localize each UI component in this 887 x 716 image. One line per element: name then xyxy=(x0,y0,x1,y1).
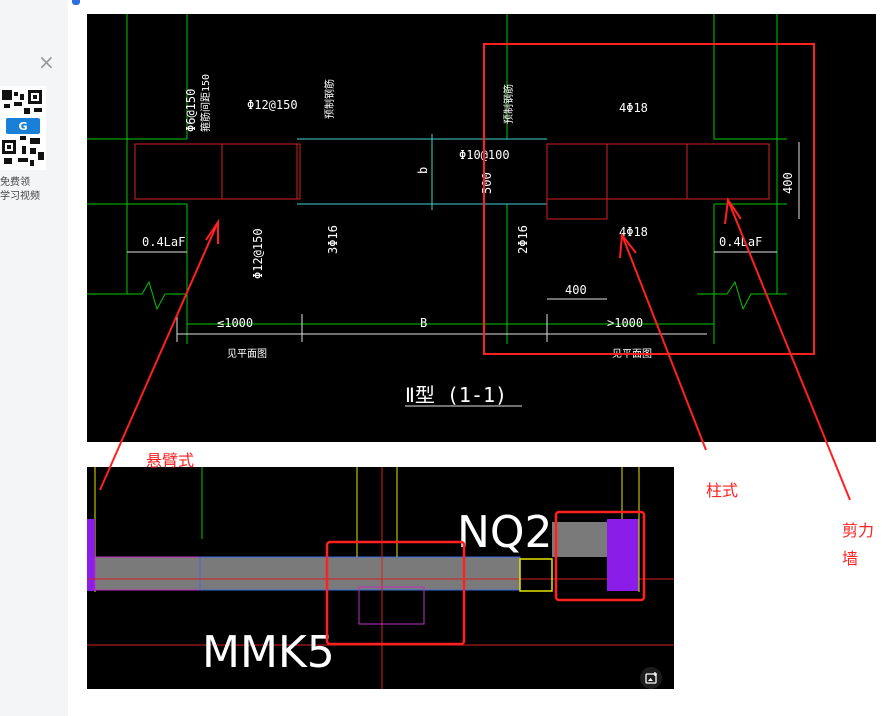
annotation-column: 柱式 xyxy=(706,481,739,500)
detail-title: Ⅱ型 (1-1) xyxy=(405,383,507,407)
annotation-shear-wall-line1: 剪力 xyxy=(842,521,875,540)
label-left-length: ≤1000 xyxy=(217,316,253,330)
annotation-shear-wall-line2: 墙 xyxy=(842,549,859,568)
label-phi12-bottom: Φ12@150 xyxy=(251,228,265,279)
cyan-beam-lines xyxy=(297,134,547,210)
label-anchor-left: 0.4LaF xyxy=(142,235,185,249)
green-linework xyxy=(87,14,787,344)
label-phi12-top: Φ12@150 xyxy=(247,98,298,112)
close-icon[interactable]: × xyxy=(38,50,55,74)
annotation-cantilever: 悬臂式 xyxy=(146,451,195,470)
white-dimension-lines xyxy=(127,142,800,407)
label-2phi16: 2Φ16 xyxy=(516,225,530,254)
label-right-length: >1000 xyxy=(607,316,643,330)
red-rebar-lines xyxy=(134,143,770,220)
label-b: b xyxy=(416,167,430,174)
cad-plan-figure: NQ2 MMK5 xyxy=(87,467,674,689)
label-anchor-right: 0.4LaF xyxy=(719,235,762,249)
image-edit-icon xyxy=(645,672,657,684)
label-rebar-note-left: 预制钢筋 xyxy=(323,79,336,119)
label-stirrup-note: 箍筋间距150 xyxy=(199,74,212,132)
label-left-note: 见平面图 xyxy=(227,348,267,360)
cad-text-layer: Φ6@150 箍筋间距150 Φ12@150 预制钢筋 0.4LaF Φ12@1… xyxy=(142,74,795,407)
plan-linework xyxy=(87,467,674,689)
highlight-box-column-plan xyxy=(325,540,466,646)
label-3phi16: 3Φ16 xyxy=(326,225,340,254)
label-phi6: Φ6@150 xyxy=(184,89,198,132)
top-strip xyxy=(68,0,887,14)
label-nq2: NQ2 xyxy=(457,507,553,558)
label-4phi18-bottom: 4Φ18 xyxy=(619,225,648,239)
promo-line-1: 免费领 xyxy=(0,177,30,188)
qr-promo-text: 免费领 学习视频 xyxy=(0,176,50,204)
label-500: 500 xyxy=(480,172,494,194)
label-4phi18-top: 4Φ18 xyxy=(619,101,648,115)
highlight-box-wall-plan xyxy=(554,510,646,602)
qr-code-image: G xyxy=(0,86,46,170)
brand-fragment xyxy=(72,0,80,5)
label-B: B xyxy=(420,316,427,330)
label-mmk5: MMK5 xyxy=(202,627,335,678)
label-rebar-note-right: 预制钢筋 xyxy=(502,84,515,124)
promo-line-2: 学习视频 xyxy=(0,191,40,202)
svg-text:G: G xyxy=(18,120,27,133)
image-action-button[interactable] xyxy=(640,667,662,689)
sidebar: × G 免费领 学习视频 xyxy=(0,0,68,716)
label-400-bottom: 400 xyxy=(565,283,587,297)
cad-detail-figure: Φ6@150 箍筋间距150 Φ12@150 预制钢筋 0.4LaF Φ12@1… xyxy=(87,14,876,442)
label-400-side: 400 xyxy=(781,172,795,194)
